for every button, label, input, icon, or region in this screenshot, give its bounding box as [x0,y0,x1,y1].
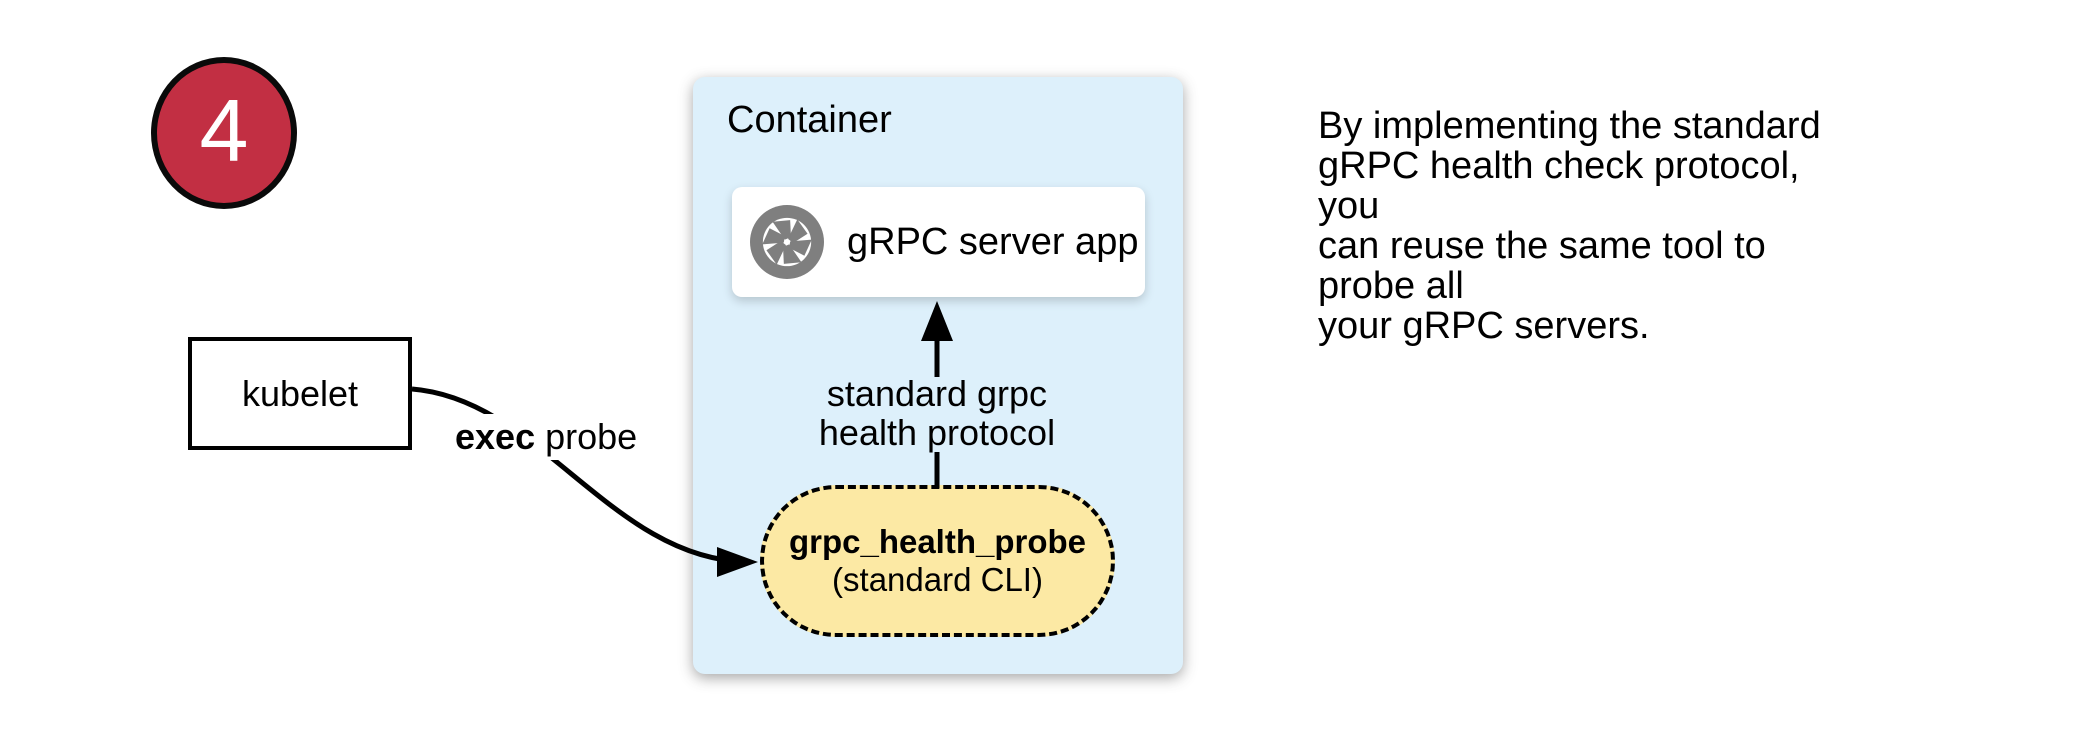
grpc-health-probe-title: grpc_health_probe [788,523,1087,560]
grpc-server-app-label: gRPC server app [847,220,1139,263]
health-protocol-arrow-label: standard grpc health protocol [818,373,1056,453]
grpc-health-probe-node: grpc_health_probe (standard CLI) [760,485,1115,637]
exec-probe-label-bold: exec [455,416,536,457]
grpc-server-app-node: gRPC server app [732,187,1145,297]
kubelet-node: kubelet [188,337,412,450]
exec-probe-label: exec probe [447,414,646,460]
container-group: Container gRPC server app standard grpc … [693,77,1183,674]
container-title: Container [727,99,892,141]
step-number: 4 [199,81,249,180]
note-text: By implementing the standard gRPC health… [1318,105,1821,347]
aperture-shutter-icon [750,205,824,279]
step-badge: 4 [151,57,297,209]
exec-probe-label-rest: probe [535,416,638,457]
kubelet-label: kubelet [241,372,359,414]
grpc-health-probe-subtitle: (standard CLI) [832,561,1043,598]
